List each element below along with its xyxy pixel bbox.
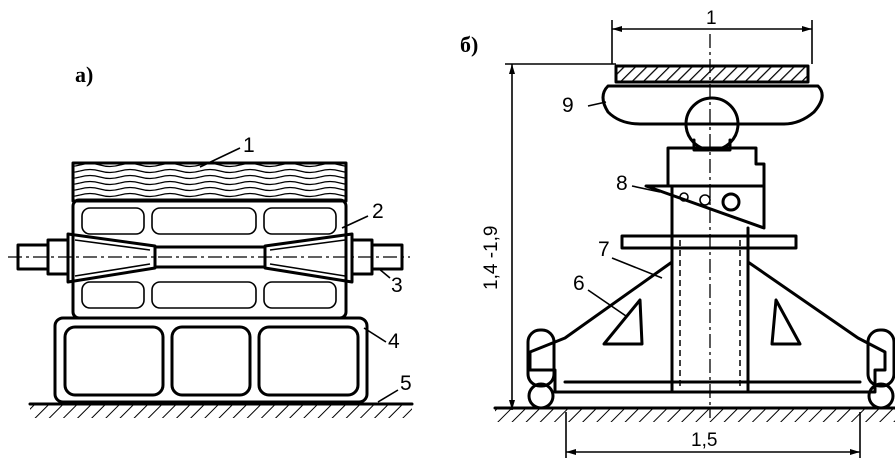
leader-7	[611, 257, 663, 279]
sleeper-upper-right	[263, 207, 337, 235]
collar-plate	[620, 234, 798, 250]
bottom-cell-middle	[170, 325, 252, 397]
screw-housing	[666, 146, 766, 188]
leader-5	[377, 389, 399, 403]
sleeper-stack-frame	[71, 198, 348, 320]
wedge-assembly	[8, 232, 410, 284]
leader-8	[631, 185, 661, 193]
label-4: 4	[388, 330, 400, 353]
label-6: 6	[573, 272, 585, 295]
bottom-cell-right	[257, 325, 360, 397]
panel-a-stack: а)	[8, 62, 414, 418]
panel-label-b: б)	[460, 32, 478, 57]
panel-label-a: а)	[75, 62, 93, 87]
dimension-top-value: 1	[706, 8, 717, 29]
opening-right	[770, 298, 802, 346]
ground-hatch-a	[30, 404, 412, 418]
sleeper-lower-middle	[151, 281, 257, 309]
label-7: 7	[598, 238, 610, 261]
label-1: 1	[243, 134, 255, 157]
top-deck	[614, 64, 810, 84]
leader-2	[341, 215, 369, 229]
base-frame	[528, 248, 887, 394]
label-8: 8	[616, 172, 628, 195]
wedge-hole-1	[679, 192, 689, 202]
wheel-housing-right	[866, 328, 895, 388]
wedge-right-inner	[269, 239, 346, 277]
leader-9	[587, 101, 607, 107]
ball-joint-neck	[692, 138, 732, 152]
sleeper-lower-left	[81, 281, 145, 309]
dimension-height: 1,4 -1,9	[481, 63, 616, 410]
dimension-top-width: 1	[611, 8, 813, 64]
bottom-cell-left	[63, 325, 165, 397]
wedge-hole-3	[721, 192, 741, 212]
leader-4	[363, 327, 387, 343]
label-2: 2	[372, 200, 384, 223]
opening-left	[602, 298, 644, 346]
wedge-plate	[644, 184, 766, 230]
wedge-hole-2	[699, 194, 711, 206]
sleeper-upper-left	[81, 207, 145, 235]
dimension-height-value: 1,4 -1,9	[481, 226, 502, 290]
wheel-left	[527, 382, 555, 410]
label-5: 5	[400, 372, 412, 395]
sleeper-upper-middle	[151, 207, 257, 235]
sleeper-lower-right	[263, 281, 337, 309]
leader-6	[587, 289, 627, 317]
ground-hatch-b	[495, 408, 895, 422]
leader-1	[199, 147, 241, 168]
wheel-right	[867, 382, 895, 410]
label-3: 3	[391, 274, 403, 297]
wedge-left-inner	[74, 239, 151, 277]
label-9: 9	[562, 94, 574, 117]
bottom-support-frame	[53, 316, 369, 404]
head-plate	[601, 84, 824, 126]
leader-3	[377, 267, 391, 279]
wheel-housing-left	[526, 328, 556, 388]
top-timber-grain	[73, 163, 346, 201]
dimension-base-width: 1,5	[565, 412, 861, 458]
panel-b-jack: б)	[460, 8, 895, 458]
dimension-base-value: 1,5	[691, 430, 717, 451]
top-deck-hatch	[616, 66, 808, 82]
